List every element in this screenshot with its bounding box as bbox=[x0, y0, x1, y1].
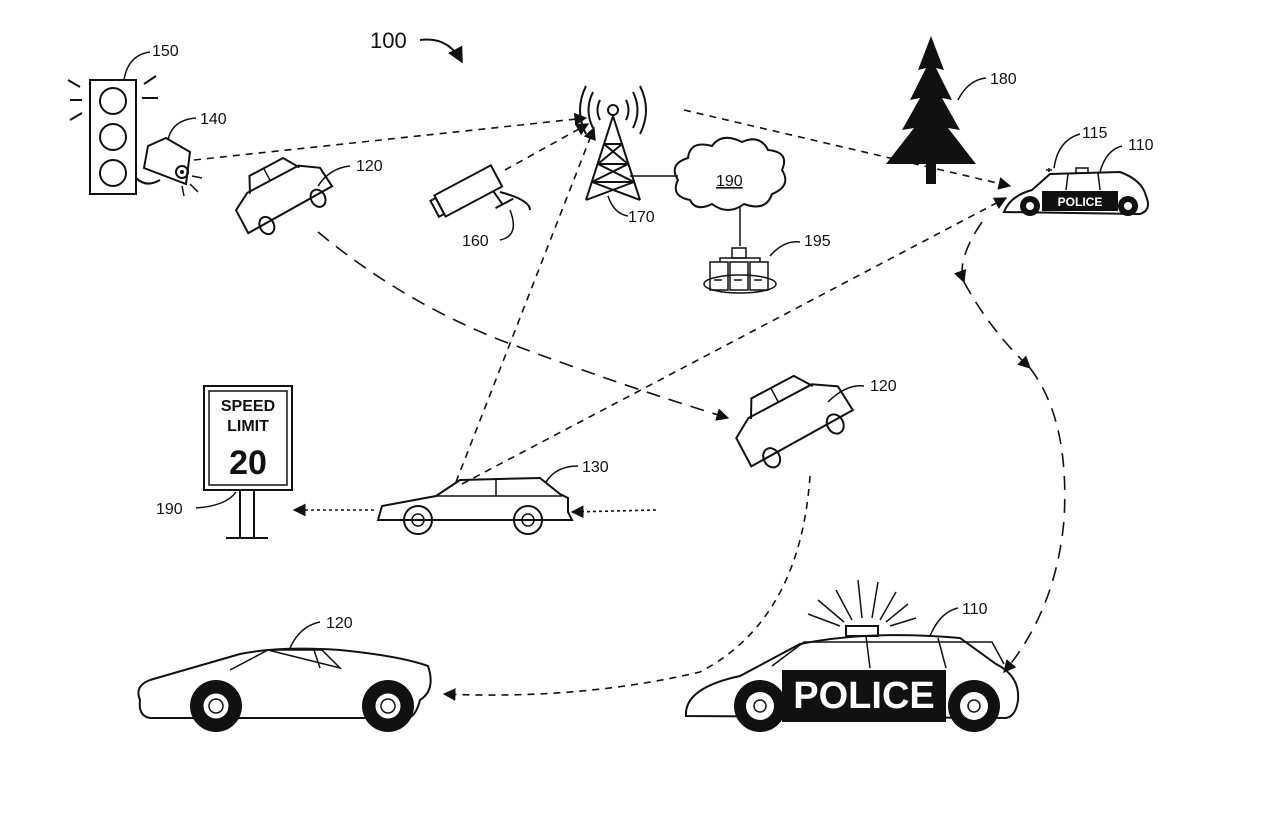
label-120-bottom: 120 bbox=[326, 615, 353, 632]
police-label-large: POLICE bbox=[793, 675, 934, 717]
vehicle-130 bbox=[376, 476, 574, 535]
label-195: 195 bbox=[804, 233, 831, 250]
vehicle-120-bottom bbox=[137, 647, 432, 732]
figure-number: 100 bbox=[370, 28, 407, 53]
label-110-top: 110 bbox=[1128, 137, 1154, 154]
sign-speed-value: 20 bbox=[229, 444, 267, 482]
label-120-middle: 120 bbox=[870, 378, 897, 395]
vehicle-120-middle bbox=[735, 374, 855, 469]
link-vehicle-130-to-police bbox=[461, 197, 1008, 485]
police-car-large bbox=[684, 579, 1020, 732]
link-into-vehicle-130 bbox=[570, 505, 657, 519]
cell-tower bbox=[579, 85, 647, 201]
vehicle-120-top bbox=[234, 156, 334, 236]
link-vehicle-130-to-tower bbox=[455, 126, 596, 483]
traffic-camera bbox=[135, 136, 203, 197]
label-130: 130 bbox=[582, 459, 609, 476]
link-roadside-camera-to-tower bbox=[504, 123, 590, 171]
path-vehicle-120-bottom bbox=[442, 475, 811, 701]
label-190-sign: 190 bbox=[156, 501, 183, 518]
label-150: 150 bbox=[152, 43, 179, 60]
label-160: 160 bbox=[462, 233, 489, 250]
label-170: 170 bbox=[628, 209, 655, 226]
label-120-top: 120 bbox=[356, 158, 383, 175]
network-label: 190 bbox=[716, 173, 743, 190]
sign-line-2: LIMIT bbox=[227, 418, 269, 435]
label-140: 140 bbox=[200, 111, 227, 128]
pursuit-path-b bbox=[963, 281, 1031, 369]
roadside-camera bbox=[429, 163, 514, 219]
traffic-light bbox=[67, 75, 158, 195]
pursuit-path-c bbox=[1003, 367, 1066, 673]
police-label-small: POLICE bbox=[1058, 195, 1103, 209]
label-180: 180 bbox=[990, 71, 1017, 88]
label-110-bottom: 110 bbox=[962, 601, 988, 618]
link-camera-to-tower bbox=[193, 112, 588, 161]
label-115: 115 bbox=[1082, 125, 1108, 142]
path-vehicle-120 bbox=[317, 231, 730, 421]
pursuit-path-a bbox=[954, 221, 983, 284]
sign-line-1: SPEED bbox=[221, 398, 275, 415]
police-car-small bbox=[1002, 167, 1149, 216]
speed-limit-sign bbox=[203, 385, 293, 539]
tree bbox=[886, 36, 976, 184]
figure-number-arrow bbox=[419, 38, 463, 64]
network-cloud bbox=[673, 136, 787, 211]
link-tower-to-police bbox=[683, 109, 1012, 190]
server-cluster bbox=[703, 247, 777, 294]
